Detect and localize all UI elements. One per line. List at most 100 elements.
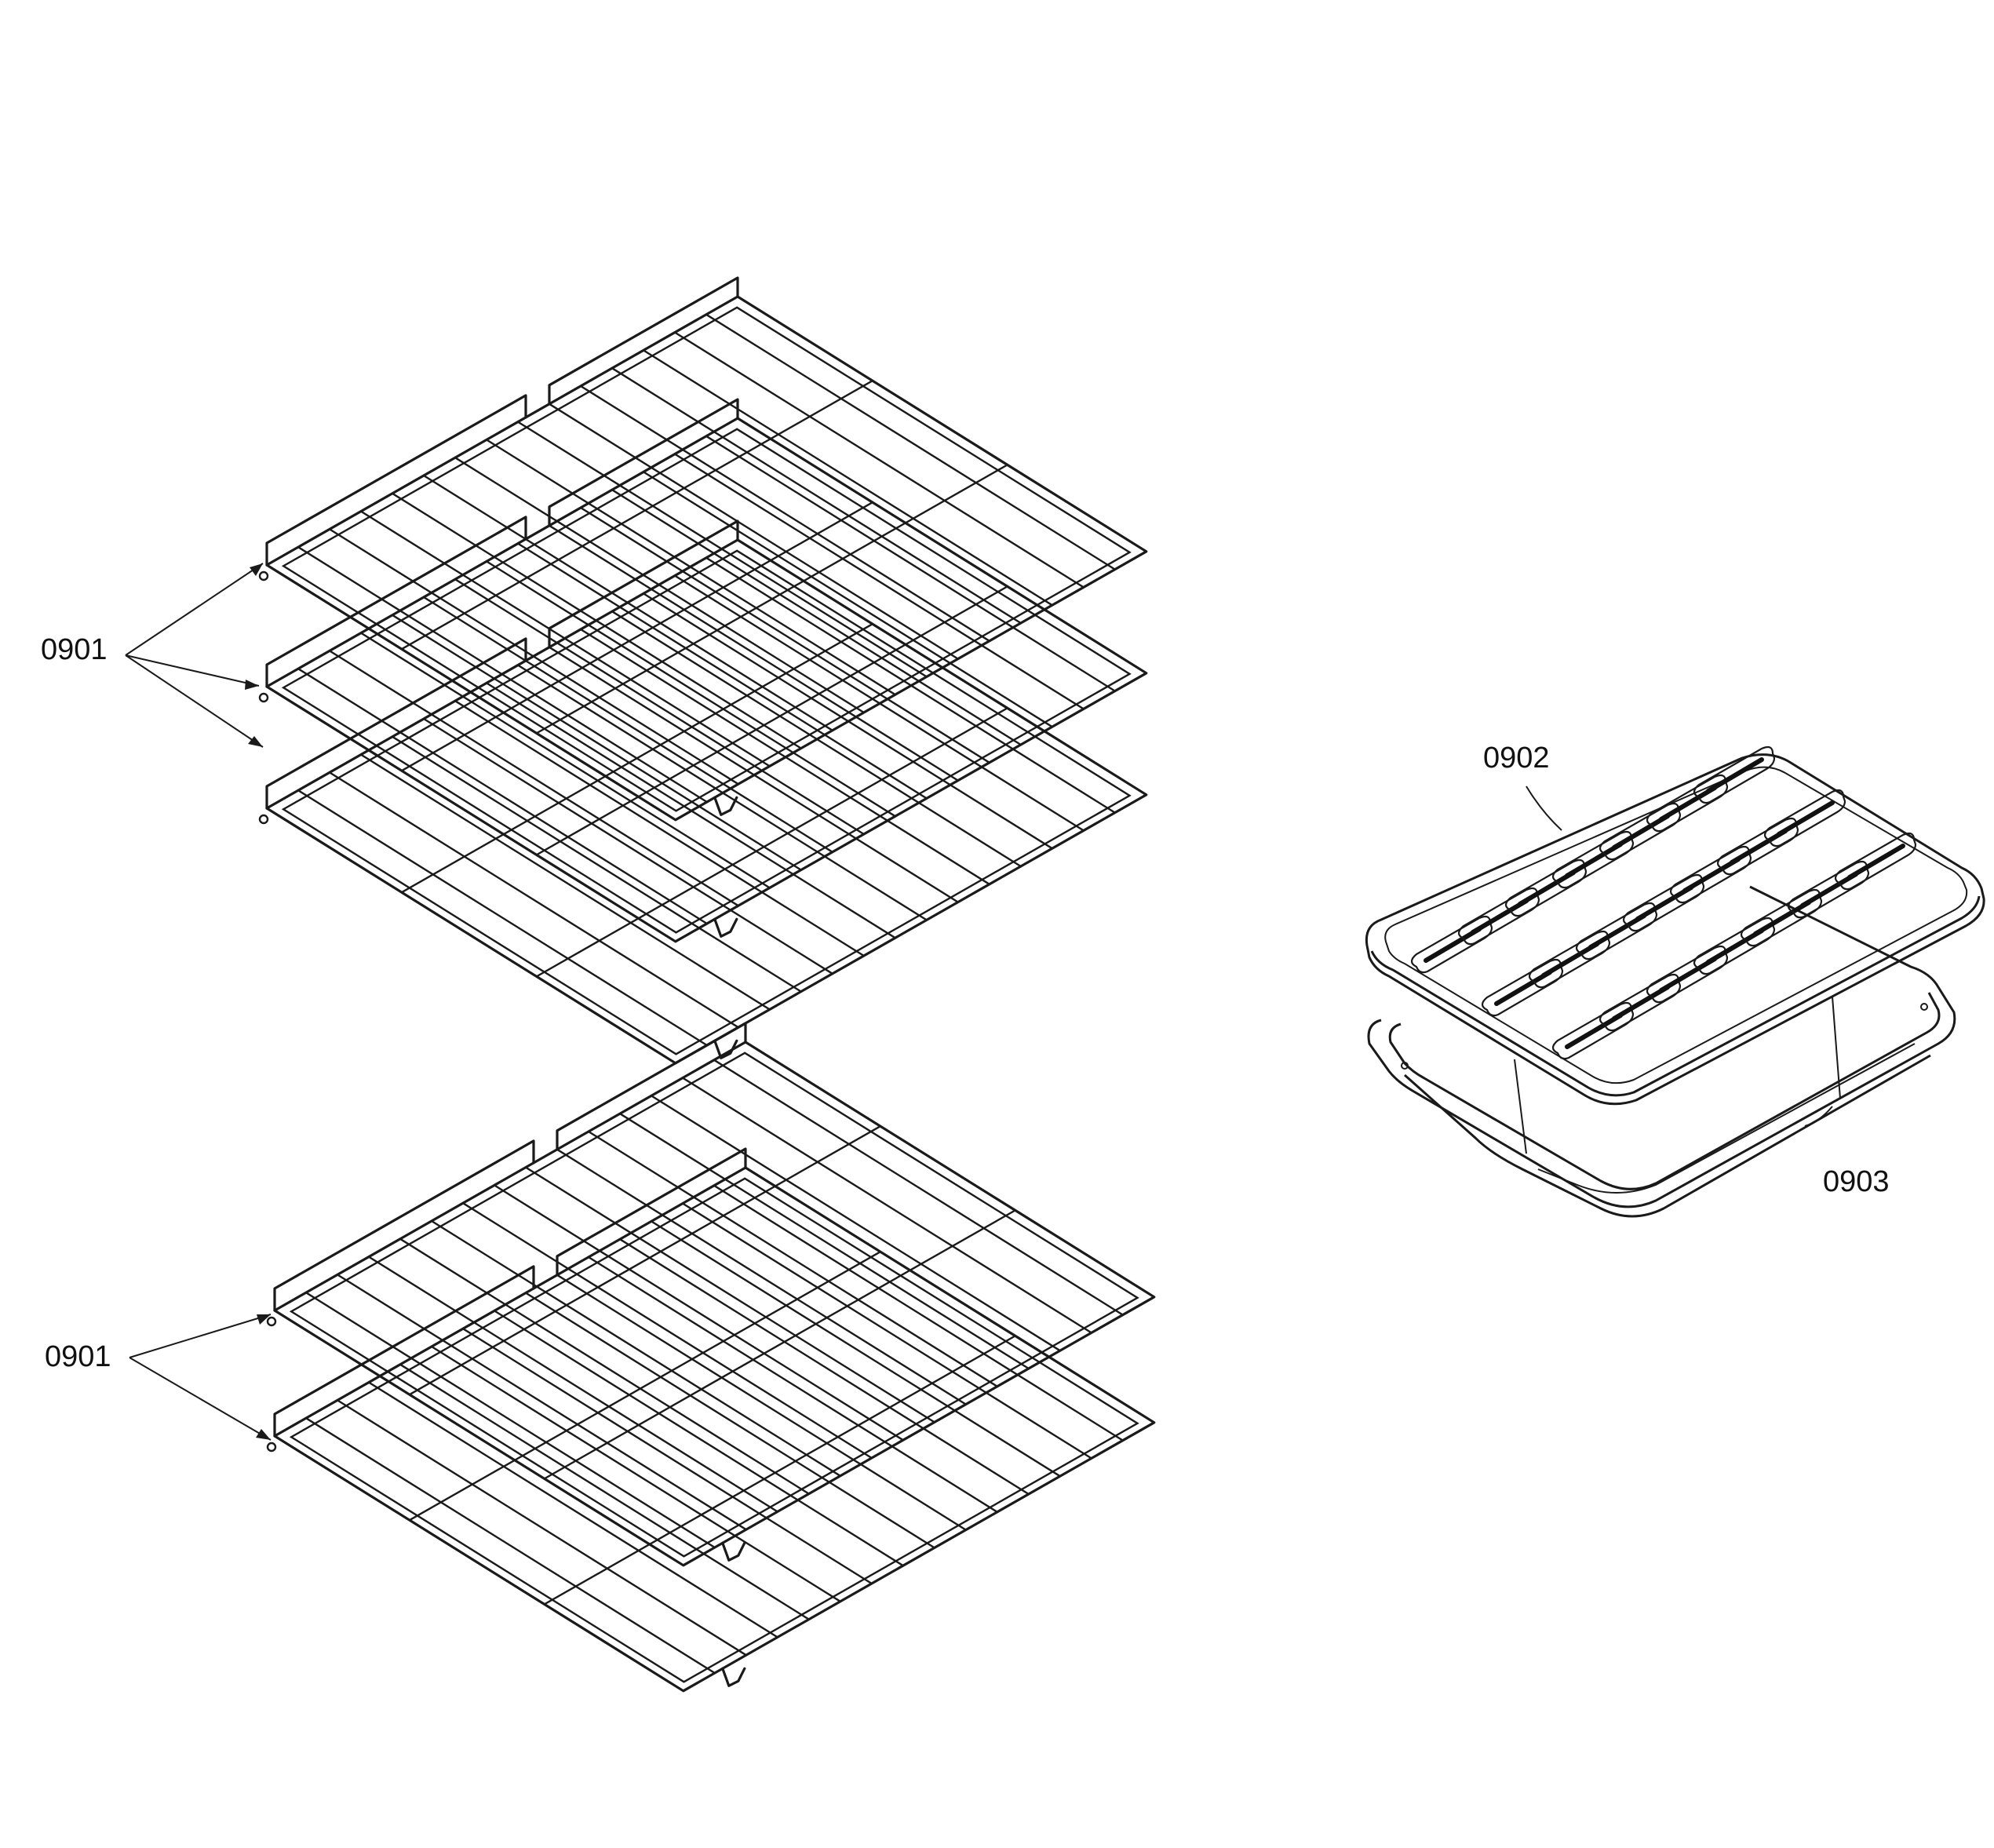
broiler-pan-body bbox=[1404, 1054, 1931, 1218]
rack-wire bbox=[587, 1130, 999, 1388]
rack-peg bbox=[258, 814, 269, 825]
broiler-pan-rim-inner bbox=[1388, 992, 1941, 1190]
rack-wire bbox=[391, 735, 802, 993]
rack-wire bbox=[587, 1256, 999, 1514]
rack-wire bbox=[454, 578, 866, 836]
rack-wire bbox=[548, 403, 960, 660]
slot-opening bbox=[1565, 1013, 1623, 1049]
leader-line-upper-1 bbox=[125, 563, 264, 656]
rack-rail-right bbox=[556, 1147, 747, 1277]
broiler-grid-slot bbox=[1598, 973, 1682, 1032]
rack-wire bbox=[618, 1237, 1030, 1496]
leader-line-broiler-pan bbox=[1804, 1106, 1833, 1127]
broiler-grid-slot bbox=[1763, 789, 1846, 847]
callout-0903: 0903 bbox=[1823, 1165, 1890, 1198]
slot-opening bbox=[1612, 985, 1670, 1021]
broiler-grid-slot bbox=[1481, 958, 1564, 1017]
broiler-grid-lip bbox=[1370, 895, 1981, 1097]
slot-outline bbox=[1504, 858, 1588, 917]
rack-wire bbox=[367, 1256, 778, 1513]
rack-rail-left bbox=[265, 516, 527, 688]
rack-wire bbox=[650, 1095, 1062, 1352]
arrowhead bbox=[250, 563, 263, 576]
arrowhead bbox=[257, 1314, 271, 1325]
callout-0902: 0902 bbox=[1483, 742, 1550, 775]
arrowhead bbox=[256, 1429, 271, 1440]
rack-rail-left bbox=[265, 637, 527, 810]
slot-outline bbox=[1457, 887, 1540, 946]
rack-wire bbox=[359, 753, 771, 1011]
oven-rack bbox=[266, 1022, 1156, 1567]
broiler-pan-side-left bbox=[1514, 1059, 1527, 1154]
rack-wire bbox=[422, 717, 834, 975]
rack-wire bbox=[642, 349, 1054, 607]
slot-outline bbox=[1834, 832, 1917, 891]
rack-rail-right bbox=[556, 1022, 747, 1151]
slot-outline bbox=[1669, 845, 1752, 904]
rack-frame-inner bbox=[289, 1177, 1139, 1683]
slot-opening bbox=[1471, 898, 1529, 935]
broiler-grid-slots bbox=[1410, 745, 1917, 1060]
oven-rack bbox=[258, 276, 1148, 822]
leader-line-lower-1 bbox=[129, 1314, 272, 1358]
broiler-grid-slot bbox=[1504, 858, 1588, 917]
slot-outline bbox=[1693, 917, 1776, 975]
slot-opening bbox=[1588, 913, 1646, 950]
rack-wire bbox=[705, 313, 1117, 570]
arrowhead bbox=[248, 736, 263, 747]
rack-wire bbox=[461, 1201, 873, 1460]
slot-outline bbox=[1787, 860, 1870, 919]
rack-wire bbox=[391, 614, 802, 871]
rack-rail-left bbox=[273, 1265, 535, 1438]
broiler-grid bbox=[1365, 745, 1985, 1106]
rack-wire bbox=[359, 632, 771, 889]
rack-wire bbox=[524, 1166, 936, 1423]
rack-wire bbox=[485, 439, 897, 696]
rack-frame-outer bbox=[273, 1041, 1156, 1567]
slot-opening bbox=[1541, 942, 1599, 978]
broiler-grid-slot bbox=[1622, 873, 1705, 932]
rack-wire bbox=[618, 1112, 1030, 1370]
leader-line-upper-3 bbox=[125, 654, 264, 748]
rack-wire bbox=[681, 1202, 1093, 1460]
broiler-grid-slot bbox=[1787, 860, 1870, 919]
rack-wire bbox=[548, 524, 960, 782]
rack-crossbar bbox=[543, 1335, 1016, 1606]
rack-wire bbox=[705, 435, 1117, 692]
leader-line-broiler-grid bbox=[1526, 785, 1562, 831]
rack-wire bbox=[524, 1292, 936, 1549]
broiler-grid-slot bbox=[1646, 945, 1729, 1004]
rack-wire bbox=[673, 453, 1085, 710]
rack-wire bbox=[297, 789, 708, 1047]
rack-wire bbox=[650, 1220, 1062, 1478]
rack-stop-kink bbox=[713, 917, 738, 938]
slot-opening bbox=[1565, 842, 1623, 878]
slot-opening bbox=[1635, 885, 1693, 921]
broiler-pan bbox=[1367, 885, 1956, 1218]
rack-wire bbox=[673, 331, 1085, 589]
slot-outline bbox=[1481, 958, 1564, 1017]
slot-opening bbox=[1753, 900, 1811, 936]
slot-opening bbox=[1706, 757, 1764, 793]
rack-wire bbox=[422, 474, 834, 731]
slot-outline bbox=[1716, 817, 1799, 876]
slot-outline bbox=[1646, 774, 1729, 833]
slot-opening bbox=[1706, 928, 1764, 964]
rack-wire bbox=[611, 367, 1023, 625]
rack-wire bbox=[485, 560, 897, 818]
callout-0901-upper: 0901 bbox=[41, 633, 108, 666]
slot-opening bbox=[1518, 870, 1576, 906]
rack-wire bbox=[336, 1399, 747, 1657]
leader-line-lower-2 bbox=[129, 1357, 272, 1441]
rack-wire bbox=[493, 1310, 905, 1567]
rack-wire bbox=[297, 546, 708, 804]
slot-outline bbox=[1575, 902, 1658, 960]
rack-wire bbox=[304, 1416, 716, 1675]
rack-wire bbox=[399, 1363, 811, 1620]
rack-wire bbox=[681, 1077, 1093, 1334]
rack-wire bbox=[304, 1291, 716, 1549]
slot-outline bbox=[1693, 745, 1776, 804]
rack-peg bbox=[258, 692, 269, 703]
broiler-grid-slot bbox=[1693, 917, 1776, 975]
